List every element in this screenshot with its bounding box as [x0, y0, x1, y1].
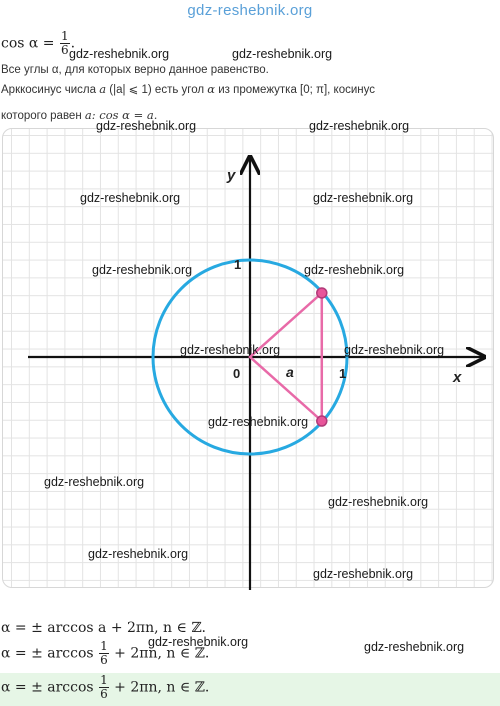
watermark: gdz-reshebnik.org [180, 343, 281, 357]
line3-part-b: a: cos α = a. [84, 108, 158, 122]
watermark: gdz-reshebnik.org [364, 640, 465, 654]
watermark: gdz-reshebnik.org [232, 47, 333, 61]
header-frac-den: 6 [61, 43, 69, 57]
point-upper [316, 287, 328, 299]
x-axis-label: x [452, 369, 462, 386]
watermark: gdz-reshebnik.org [80, 191, 181, 205]
watermark: gdz-reshebnik.org [344, 343, 445, 357]
answer3-pre: α = ± arccos [1, 679, 99, 696]
watermark: gdz-reshebnik.org [208, 415, 309, 429]
task-line-3: которого равен a: cos α = a. [1, 108, 157, 122]
watermark-top: gdz-reshebnik.org [187, 2, 313, 19]
answer-general: α = ± arccos a + 2πn, n ∈ ℤ. [1, 620, 207, 636]
answer2-frac-den: 6 [100, 653, 108, 667]
line3-part-a: которого равен [1, 110, 85, 122]
watermark: gdz-reshebnik.org [313, 191, 414, 205]
y-unit-label: 1 [234, 257, 241, 272]
angle-label: a [286, 364, 294, 380]
watermark: gdz-reshebnik.org [309, 119, 410, 133]
angle-triangle [248, 290, 324, 424]
cos-lhs: cos α = [1, 35, 59, 52]
watermark: gdz-reshebnik.org [88, 547, 189, 561]
task-line-1: Все углы α, для которых верно данное рав… [1, 64, 269, 76]
header-frac-num: 1 [60, 29, 70, 44]
header-period: . [70, 35, 76, 52]
x-unit-label: 1 [339, 366, 346, 381]
line2-part-d: α [207, 82, 216, 96]
watermark: gdz-reshebnik.org [304, 263, 405, 277]
watermark: gdz-reshebnik.org [313, 567, 414, 581]
line2-part-b: a [99, 82, 107, 96]
answer2-pre: α = ± arccos [1, 645, 99, 662]
answer3-post: + 2πn, n ∈ ℤ. [109, 679, 210, 696]
line2-part-a: Арккосинус числа [1, 84, 100, 96]
answer2-post: + 2πn, n ∈ ℤ. [109, 645, 210, 662]
unit-circle [151, 258, 349, 456]
watermark: gdz-reshebnik.org [328, 495, 429, 509]
final-answer-highlight [0, 673, 500, 706]
watermark: gdz-reshebnik.org [69, 47, 170, 61]
answer2-frac-num: 1 [99, 639, 109, 654]
origin-label: 0 [233, 366, 240, 381]
line2-part-e: из промежутка [0; π], косинус [215, 84, 375, 96]
point-lower [316, 415, 328, 427]
watermark: gdz-reshebnik.org [44, 475, 145, 489]
watermark: gdz-reshebnik.org [148, 635, 249, 649]
line2-part-c: (|a| ⩽ 1) есть угол [106, 84, 208, 96]
answer3-frac-den: 6 [100, 687, 108, 701]
answer3-frac-num: 1 [99, 673, 109, 688]
watermark: gdz-reshebnik.org [96, 119, 197, 133]
watermark: gdz-reshebnik.org [92, 263, 193, 277]
y-axis-label: y [226, 167, 236, 184]
task-line-2: Арккосинус числа a (|a| ⩽ 1) есть угол α… [1, 82, 375, 96]
